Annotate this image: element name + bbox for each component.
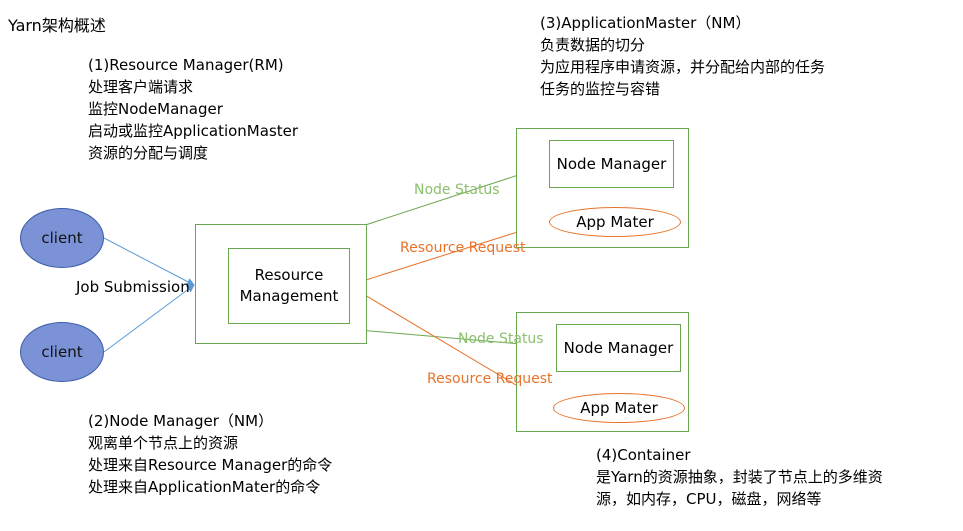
node-manager-box-2: Node Manager [556, 324, 681, 372]
nm-line-2: 处理来自Resource Manager的命令 [88, 456, 333, 474]
am-line-3: 任务的监控与容错 [540, 80, 661, 98]
label-resource-request-1: Resource Request [400, 240, 526, 256]
rm-heading: (1)Resource Manager(RM) [88, 56, 284, 74]
edge-client1-to-rm [103, 237, 195, 286]
client-node-2: client [20, 322, 104, 382]
container-line-2: 源，如内存，CPU，磁盘，网络等 [596, 490, 822, 508]
label-job-submission: Job Submission [76, 278, 190, 296]
am-description: (3)ApplicationMaster（NM） 负责数据的切分 为应用程序申请… [540, 12, 825, 100]
app-mater-oval-2: App Mater [553, 393, 685, 423]
page-title: Yarn架构概述 [8, 16, 106, 35]
am-line-1: 负责数据的切分 [540, 36, 646, 54]
container-description: (4)Container 是Yarn的资源抽象，封装了节点上的多维资 源，如内存… [596, 444, 883, 510]
rm-line-3: 启动或监控ApplicationMaster [88, 122, 299, 140]
nm-line-3: 处理来自ApplicationMater的命令 [88, 478, 321, 496]
node-manager-box-1: Node Manager [549, 140, 674, 188]
nm-line-1: 观离单个节点上的资源 [88, 434, 239, 452]
rm-line-4: 资源的分配与调度 [88, 144, 209, 162]
label-resource-request-2: Resource Request [427, 371, 553, 387]
container-line-1: 是Yarn的资源抽象，封装了节点上的多维资 [596, 468, 883, 486]
resource-management-line-2: Management [239, 287, 339, 305]
rm-line-2: 监控NodeManager [88, 100, 223, 118]
app-mater-oval-1: App Mater [549, 207, 681, 237]
container-heading: (4)Container [596, 446, 691, 464]
rm-description: (1)Resource Manager(RM) 处理客户端请求 监控NodeMa… [88, 54, 298, 164]
resource-management-line-1: Resource [254, 266, 324, 284]
client-node-1: client [20, 208, 104, 268]
label-node-status-1: Node Status [414, 182, 500, 198]
label-node-status-2: Node Status [458, 331, 544, 347]
am-line-2: 为应用程序申请资源，并分配给内部的任务 [540, 58, 826, 76]
resource-management-box: Resource Management [228, 248, 350, 324]
rm-line-1: 处理客户端请求 [88, 78, 194, 96]
nm-heading: (2)Node Manager（NM） [88, 412, 274, 430]
nm-description: (2)Node Manager（NM） 观离单个节点上的资源 处理来自Resou… [88, 410, 332, 498]
edge-client2-to-rm [103, 284, 195, 353]
edge-resource-request-1 [349, 221, 550, 287]
am-heading: (3)ApplicationMaster（NM） [540, 14, 751, 32]
